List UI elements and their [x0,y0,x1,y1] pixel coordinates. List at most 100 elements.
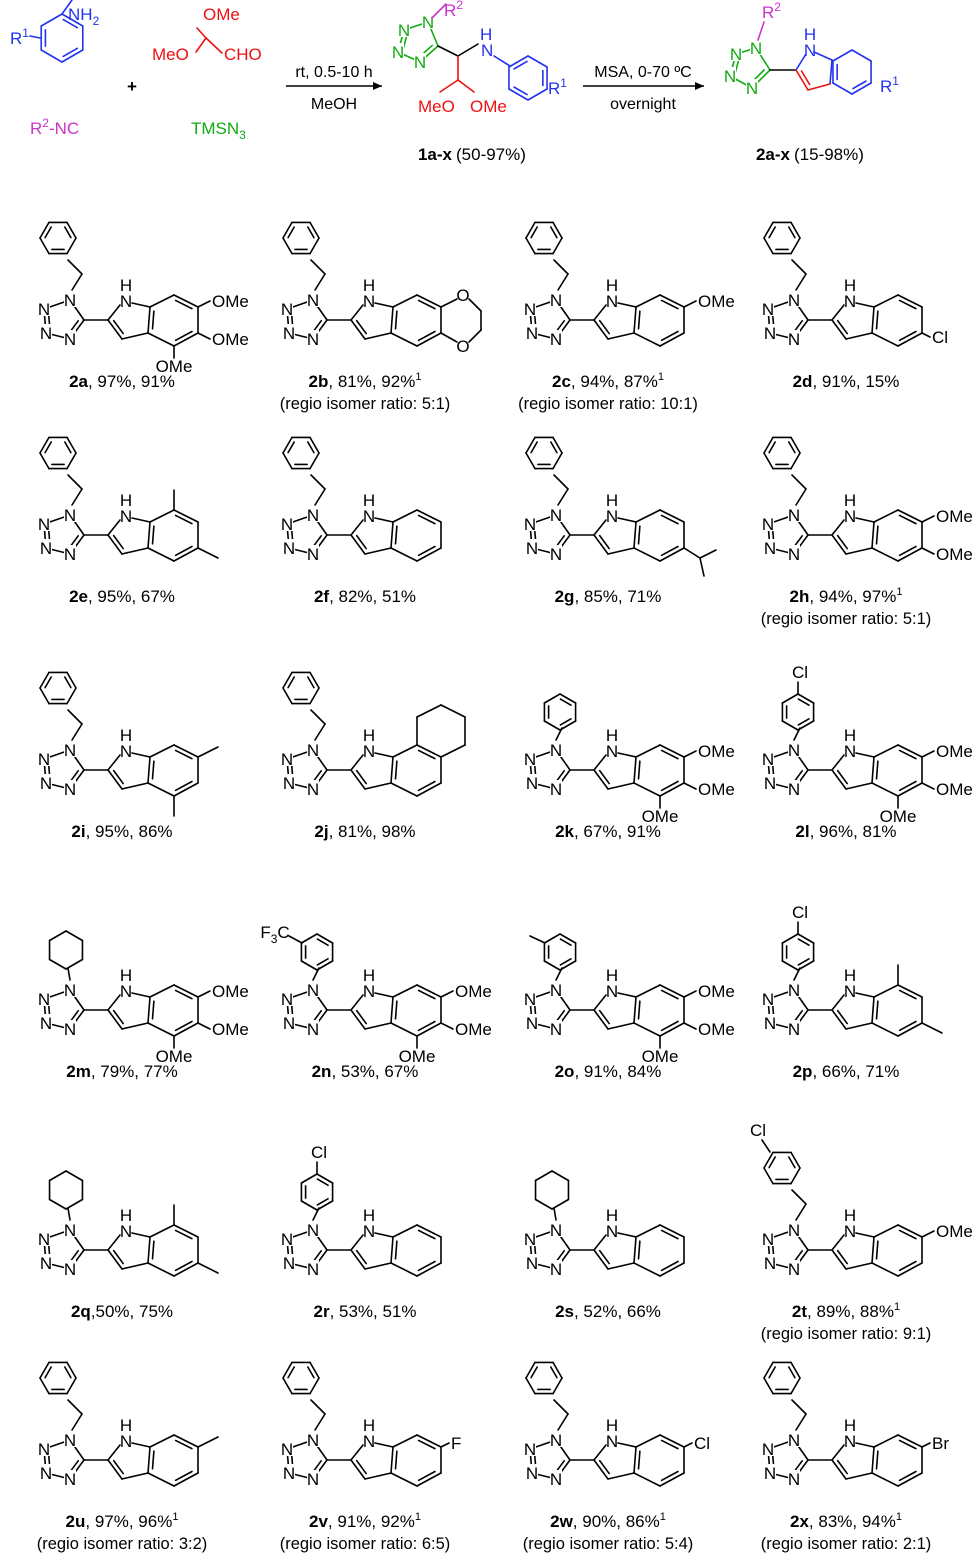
label-mask [281,300,293,316]
bond [40,49,63,63]
bond [350,534,366,555]
bond [48,1170,67,1182]
label-mask [526,324,538,340]
bond [659,1224,685,1238]
label-mask [64,1260,76,1276]
ome-label: OMe [203,5,240,24]
atom-label: N [606,1432,618,1451]
double-bond [637,1450,641,1470]
cho-label: CHO [224,45,262,64]
double-bond [417,1470,436,1482]
label-mask [281,1230,293,1246]
bond [607,782,635,790]
bond [173,782,199,797]
bond [316,933,334,944]
bond [48,930,67,942]
bond [871,996,875,1024]
bond [416,1262,442,1277]
atom-label: N [526,774,538,793]
intermediate-yield: (50-97%) [456,145,526,164]
label-mask [724,67,736,83]
bond [67,1399,83,1415]
bond [897,547,923,562]
ring [300,933,334,971]
atom-label: OMe [698,982,735,1001]
atom-label: OMe [156,357,193,376]
bond [593,1249,609,1270]
bond [781,720,799,731]
bond [635,984,661,998]
atom-label: N [307,545,319,564]
double-bond [660,330,679,342]
label-mask [526,1014,538,1030]
bond [552,1377,563,1395]
bond [633,782,661,797]
regio-ratio: (regio isomer ratio: 5:1) [761,610,932,628]
bond [871,782,899,797]
bond [635,1224,661,1238]
double-bond [174,1020,193,1032]
label-mask [281,750,293,766]
label-mask [764,1014,776,1030]
atom-label: O [456,337,469,356]
double-bond [417,1020,436,1032]
label-mask [283,539,295,555]
bond [390,1236,394,1264]
atom-label: OMe [156,1047,193,1066]
label-mask [64,1020,76,1036]
bond [527,55,548,68]
atom-label: N [38,750,50,769]
label-mask [550,330,562,346]
bond [897,744,923,758]
bond [851,82,872,95]
bond [390,996,394,1024]
bond [197,1436,219,1448]
atom-label: N [64,1431,76,1450]
atom-label: N [281,300,293,319]
bond [633,306,637,334]
bond [66,221,77,239]
bond [314,488,326,506]
bond [131,517,151,523]
label-mask [788,1260,800,1276]
bond [416,984,442,998]
atom-label: H [480,25,492,44]
atom-label: N [762,515,774,534]
bond [350,1249,366,1270]
bond [282,436,293,454]
compound-caption: 2t, 89%, 88%1 [792,1301,900,1321]
atom-label: N [64,981,76,1000]
bond [559,693,577,704]
bond [61,0,73,15]
double-bond [530,441,538,454]
label-mask [307,330,319,346]
atom-label: N [764,1464,776,1483]
double-bond [316,958,329,966]
double-bond [637,310,641,330]
atom-label: N [788,506,800,525]
bond [364,332,392,340]
bond [39,221,50,239]
atom-label: N [524,515,536,534]
label-mask [764,774,776,790]
double-bond [660,545,679,557]
bond [659,1472,685,1487]
ring [525,221,563,255]
label-mask [550,780,562,796]
double-bond [660,299,679,310]
ring [39,436,77,470]
atom-label: N [40,774,52,793]
atom-label: N [788,741,800,760]
bond [795,1203,807,1221]
atom-label: MeO [418,97,455,116]
atom-label: N [550,1221,562,1240]
bond [633,1262,661,1277]
atom-label: N [40,539,52,558]
bond [633,1446,637,1474]
bond [147,996,151,1024]
double-bond [898,1229,917,1240]
atom-label: N [764,1254,776,1273]
double-bond [174,545,193,557]
double-bond [530,1366,538,1379]
bond [525,1361,536,1379]
